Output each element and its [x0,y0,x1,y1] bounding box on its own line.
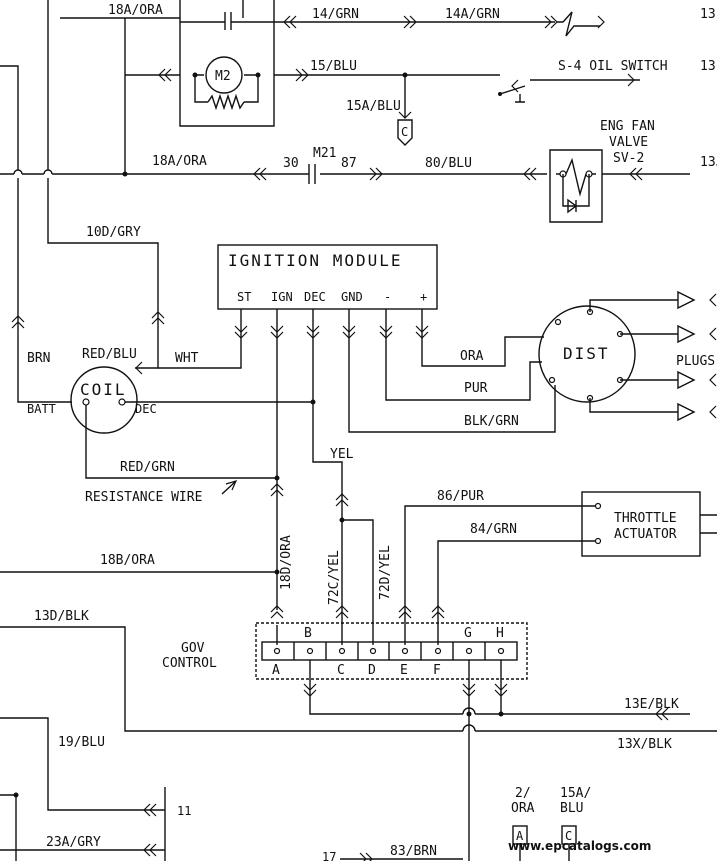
wire-label-13d-blk: 13D/BLK [34,609,89,624]
wire-label-86-pur: 86/PUR [437,489,484,504]
wire-label-13j: 13J [700,155,717,170]
throttle-label-1: THROTTLE [614,511,677,526]
wire-label-red-blu: RED/BLU [82,347,137,362]
coil-label: COIL [80,380,127,399]
wire-15-blu: 15/BLU 15A/BLU C [274,59,500,146]
wire-label-23a-gry: 23A/GRY [46,835,101,850]
wire-label-14a-grn: 14A/GRN [445,7,500,22]
ign-pin-minus: - [384,290,391,304]
distributor: DIST PLUGS [538,290,717,422]
gov-pin-f: F [433,663,441,678]
gov-pin-g: G [464,626,472,641]
wire-18a-ora-top: 18A/ORA [60,3,180,174]
oil-switch-label: S-4 OIL SWITCH [558,59,668,74]
wire-label-18d-ora: 18D/ORA [279,535,294,590]
wire-18a-ora-mid: 18A/ORA 30 M21 87 80/BLU [0,146,547,184]
wire-label-15a-blu: 15A/BLU [346,99,401,114]
left-vertical-wires: 10D/GRY BRN RED/BLU [0,0,165,403]
gov-pin-h: H [496,626,504,641]
wire-label-wht: WHT [175,351,199,366]
lower-pin-11: 11 [177,804,191,818]
distributor-label: DIST [563,344,610,363]
wire-label-83-brn: 83/BRN [390,844,437,859]
fan-valve-label-2: VALVE [609,135,648,150]
gov-pin-b: B [304,626,312,641]
wire-label-red-grn: RED/GRN [120,460,175,475]
gov-pin-e: E [400,663,408,678]
wire-13d-13x: 13D/BLK 13X/BLK [0,609,717,752]
ign-pin-plus: + [420,290,427,304]
wire-label-80-blu: 80/BLU [425,156,472,171]
eng-fan-valve: ENG FAN VALVE SV-2 13J [549,119,717,223]
ignition-module-title: IGNITION MODULE [228,251,403,270]
wire-label-2-ora-2: ORA [511,801,535,816]
relay-m21-label: M21 [313,146,336,161]
relay-m2-box [179,0,275,127]
throttle-label-2: ACTUATOR [614,527,677,542]
wire-label-72c-yel: 72C/YEL [327,550,342,605]
wire-label-18a-ora-top: 18A/ORA [108,3,163,18]
wire-label-18a-ora-mid: 18A/ORA [152,154,207,169]
gov-pin-d: D [368,663,376,678]
relay-pin-30: 30 [283,156,299,171]
wire-label-15a-blu-2: BLU [560,801,583,816]
ign-pin-dec: DEC [304,290,326,304]
connector-c-label: C [401,125,408,139]
wire-label-19-blu: 19/BLU [58,735,105,750]
gov-control: 18B/ORA 18D/ORA 72C/YEL 72D/YEL B G H A … [0,483,690,861]
ign-pin-ign: IGN [271,290,293,304]
ign-pin-st: ST [237,290,251,304]
coil-batt-label: BATT [27,402,56,416]
wire-14-grn: 14/GRN 14A/GRN 13 [274,7,716,37]
lower-pin-17: 17 [322,850,336,861]
wire-label-2-ora-1: 2/ [515,786,531,801]
throttle-actuator: THROTTLE ACTUATOR 86/PUR 84/GRN [398,489,717,625]
wire-label-72d-yel: 72D/YEL [378,545,393,600]
fan-valve-label-3: SV-2 [613,151,644,166]
wire-label-13-second: 13 [700,59,716,74]
wire-label-13e-blk: 13E/BLK [624,697,679,712]
connector-a-label: A [516,829,524,843]
fan-valve-label-1: ENG FAN [600,119,655,134]
wire-label-13-top: 13 [700,7,716,22]
ign-pin-gnd: GND [341,290,363,304]
wire-label-brn: BRN [27,351,50,366]
wire-label-84-grn: 84/GRN [470,522,517,537]
gov-label-2: CONTROL [162,656,217,671]
oil-switch: S-4 OIL SWITCH 13 [498,59,716,103]
gov-label-1: GOV [181,641,205,656]
ignition-coil: COIL BATT DEC RED/GRN RESISTANCE WIRE [27,366,316,505]
wire-label-15-blu: 15/BLU [310,59,357,74]
motor-m2-label: M2 [215,69,231,84]
wire-label-blk-grn: BLK/GRN [464,414,519,429]
lower-module: 19/BLU 11 23A/GRY 17 83/BRN 2/ ORA 15A/ … [0,717,591,861]
wire-label-pur: PUR [464,381,488,396]
coil-dec-label: DEC [135,402,157,416]
wire-label-18b-ora: 18B/ORA [100,553,155,568]
wire-label-14-grn: 14/GRN [312,7,359,22]
gov-pin-a: A [272,663,280,678]
relay-pin-87: 87 [341,156,357,171]
motor-m2: M2 [125,56,261,111]
resistance-wire-label: RESISTANCE WIRE [85,490,202,505]
wire-label-10d-gry: 10D/GRY [86,225,141,240]
wire-label-yel: YEL [330,447,354,462]
connector-c2-label: C [565,829,572,843]
watermark: www.epcatalogs.com [508,839,651,853]
gov-pin-c: C [337,663,345,678]
ignition-module: IGNITION MODULE ST IGN DEC GND - + WHT Y… [158,244,556,625]
wire-label-15a-blu-1: 15A/ [560,786,591,801]
plugs-label: PLUGS [676,354,715,369]
wire-label-13x-blk: 13X/BLK [617,737,672,752]
wire-label-ora: ORA [460,349,484,364]
